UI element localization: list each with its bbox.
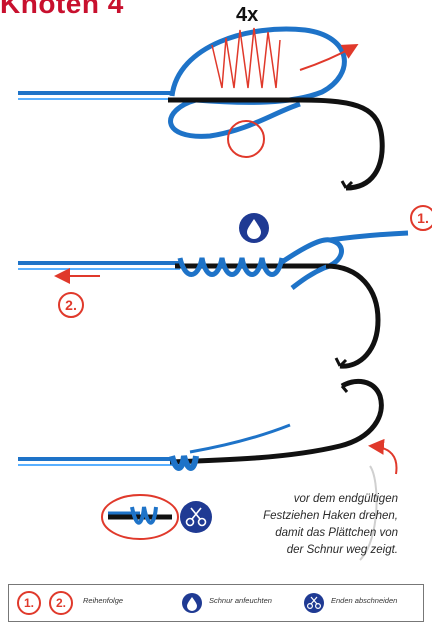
step-1-badge: 1. [410, 205, 432, 231]
note-line: Festziehen Haken drehen, [263, 510, 398, 522]
lower-loop [168, 97, 301, 139]
legend-order-label: Reihenfolge [83, 596, 124, 605]
panel-1-wrap-loop [18, 26, 385, 191]
note-line: vor dem endgültigen [293, 493, 398, 505]
highlight-circle [227, 120, 265, 158]
legend-moisten-label: Schnur anfeuchten [209, 596, 272, 605]
wrap-turns [211, 27, 281, 89]
finished-knot [169, 455, 199, 471]
note-line: der Schnur weg zeigt. [286, 544, 398, 556]
hook-3 [169, 378, 384, 465]
rotate-arrow [368, 438, 398, 475]
panel-3-finished [18, 378, 398, 561]
legend-step-2: 2. [49, 591, 73, 615]
water-drop-icon [182, 593, 202, 613]
scissors-icon [180, 501, 212, 533]
scissors-icon [304, 593, 324, 613]
note-line: damit das Plättchen von [275, 527, 398, 539]
legend-trim-label: Enden abschneiden [331, 596, 398, 605]
knot-detail-zoom [101, 494, 179, 540]
diagram-title: Knoten 4 [0, 0, 124, 19]
loop-line [169, 26, 347, 105]
water-drop-icon [239, 213, 269, 243]
pull-arrow-1 [299, 44, 359, 71]
instruction-note: vor dem endgültigen Festziehen Haken dre… [228, 491, 398, 559]
legend: 1. 2. Reihenfolge Schnur anfeuchten Ende… [8, 584, 424, 622]
hook-2 [325, 263, 381, 369]
wrap-count-label: 4x [236, 4, 259, 26]
legend-step-1: 1. [17, 591, 41, 615]
coils [177, 257, 285, 277]
panel-2-tighten [18, 213, 409, 369]
step-2-badge: 2. [58, 292, 84, 318]
hook-1 [168, 97, 385, 191]
